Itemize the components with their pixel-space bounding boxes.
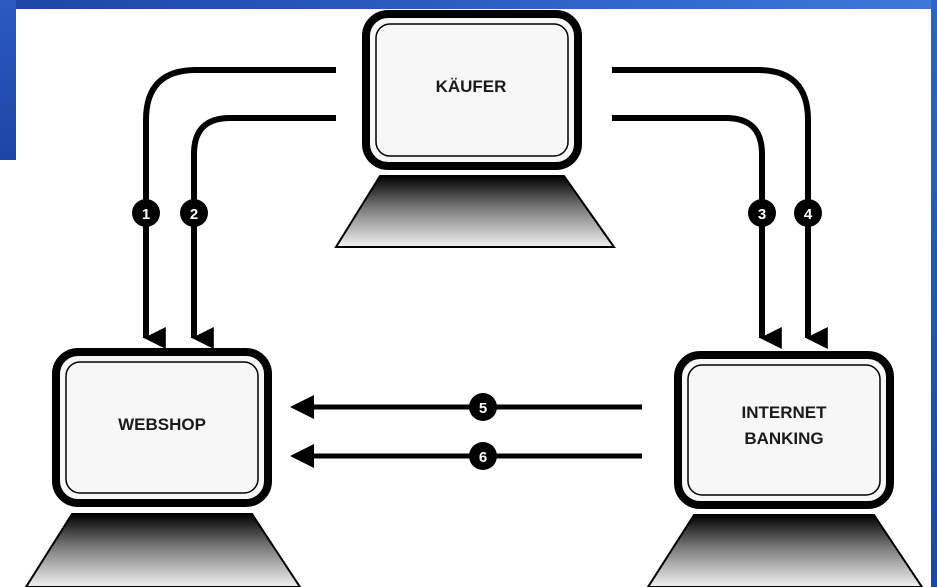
internet-banking-keyboard-base — [646, 514, 924, 587]
step-badge-2: 2 — [180, 199, 208, 227]
step-badge-6: 6 — [469, 442, 497, 470]
webshop-computer: WEBSHOP — [24, 348, 302, 587]
step-badge-4: 4 — [794, 199, 822, 227]
arrow-step-4 — [612, 67, 828, 349]
slide-right-accent-bar — [931, 0, 937, 587]
svg-text:1: 1 — [142, 206, 150, 223]
kaeufer-label: KÄUFER — [436, 77, 507, 96]
svg-text:5: 5 — [479, 400, 487, 417]
webshop-keyboard-base — [24, 513, 302, 587]
internet-banking-computer: INTERNET BANKING — [646, 351, 924, 587]
webshop-monitor — [52, 348, 272, 507]
internet-banking-label-line2: BANKING — [744, 429, 823, 448]
step-badge-1: 1 — [132, 199, 160, 227]
kaeufer-monitor — [362, 10, 582, 170]
step-badge-5: 5 — [469, 393, 497, 421]
internet-banking-monitor — [674, 351, 894, 509]
arrow-step-5 — [290, 395, 642, 419]
slide-left-accent-bar — [0, 0, 16, 160]
kaeufer-computer: KÄUFER — [334, 10, 616, 248]
arrow-step-2 — [191, 115, 336, 349]
arrow-step-1 — [143, 67, 336, 349]
webshop-label: WEBSHOP — [118, 415, 206, 434]
step-badge-3: 3 — [748, 199, 776, 227]
svg-text:6: 6 — [479, 449, 487, 466]
svg-text:2: 2 — [190, 206, 198, 223]
arrow-step-3 — [612, 115, 782, 349]
kaeufer-keyboard-base — [334, 175, 616, 248]
svg-text:4: 4 — [804, 206, 813, 223]
internet-banking-label-line1: INTERNET — [742, 403, 828, 422]
slide-top-accent-bar — [0, 0, 937, 9]
svg-text:3: 3 — [758, 206, 766, 223]
arrow-step-6 — [290, 444, 642, 468]
